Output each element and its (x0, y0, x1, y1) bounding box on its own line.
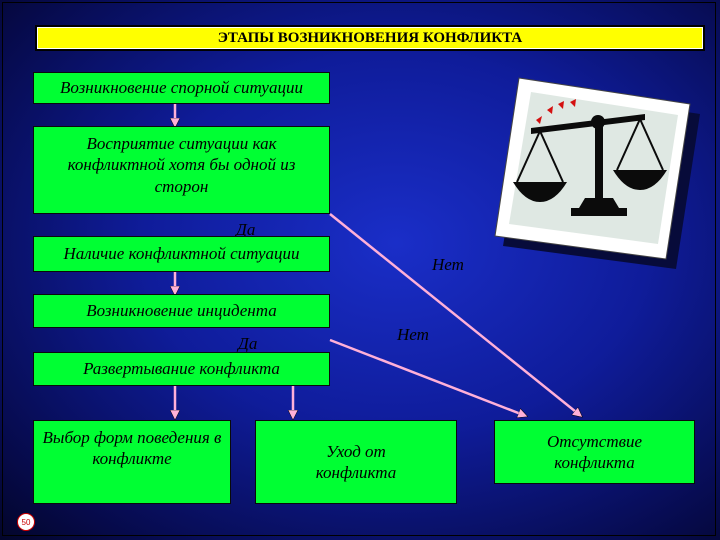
box-no-conflict-text: Отсутствие конфликта (546, 431, 643, 472)
box-behavior-choice: Выбор форм поведения в конфликте (33, 420, 231, 504)
box-conflict-development-text: Развертывание конфликта (83, 359, 280, 379)
label-no-1: Нет (432, 255, 464, 274)
box-conflict-development: Развертывание конфликта (33, 352, 330, 386)
box-no-conflict: Отсутствие конфликта (494, 420, 695, 484)
page-number-badge: 50 (17, 513, 35, 531)
box-dispute-situation-text: Возникновение спорной ситуации (60, 78, 303, 98)
slide-title: ЭТАПЫ ВОЗНИКНОВЕНИЯ КОНФЛИКТА (35, 25, 705, 51)
box-dispute-situation: Возникновение спорной ситуации (33, 72, 330, 104)
arrow-no2-to-box8 (329, 338, 526, 416)
box-perception-text: Восприятие ситуации как конфликтной хотя… (67, 134, 296, 196)
box-avoid-conflict-text: Уход от конфликта (315, 441, 397, 482)
box-incident: Возникновение инцидента (33, 294, 330, 328)
arrow-no1-to-box8 (329, 213, 581, 416)
box-conflict-situation: Наличие конфликтной ситуации (33, 236, 330, 272)
label-no-2: Нет (397, 325, 429, 344)
box-behavior-choice-text: Выбор форм поведения в конфликте (42, 428, 222, 469)
box-incident-text: Возникновение инцидента (86, 301, 277, 321)
box-conflict-situation-text: Наличие конфликтной ситуации (63, 244, 300, 264)
box-avoid-conflict: Уход от конфликта (255, 420, 457, 504)
slide-title-text: ЭТАПЫ ВОЗНИКНОВЕНИЯ КОНФЛИКТА (217, 29, 523, 46)
page-number: 50 (21, 517, 31, 527)
box-perception: Восприятие ситуации как конфликтной хотя… (33, 126, 330, 239)
scales-of-justice-icon (494, 77, 700, 269)
label-yes-2: Да (238, 334, 258, 353)
label-yes-1: Да (236, 220, 256, 239)
